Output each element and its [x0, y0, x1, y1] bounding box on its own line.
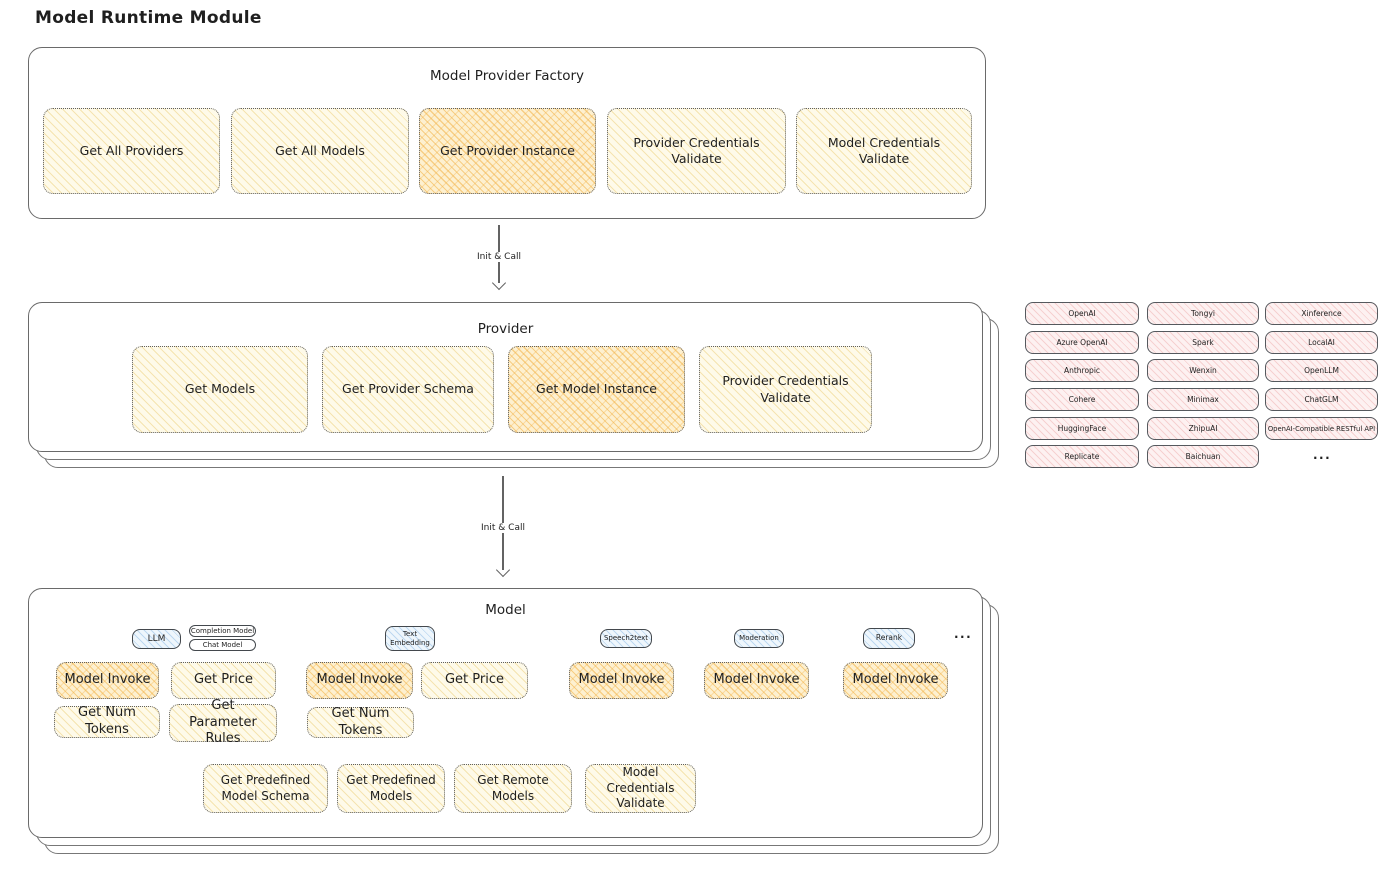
button-model-invoke-speech2text: Model Invoke — [569, 662, 674, 699]
button-get-price-text-embedding: Get Price — [421, 662, 528, 699]
button-model-credentials-validate-factory: Model Credentials Validate — [796, 108, 972, 194]
button-model-invoke-rerank: Model Invoke — [843, 662, 948, 699]
provider-card-minimax: Minimax — [1147, 388, 1259, 411]
provider-card-wenxin: Wenxin — [1147, 359, 1259, 382]
button-get-parameter-rules: Get Parameter Rules — [169, 698, 277, 746]
chip-completion-model: Completion Model — [189, 625, 256, 637]
model-provider-factory-box: Model Provider Factory Get All Providers… — [28, 47, 986, 219]
button-get-model-instance: Get Model Instance — [508, 346, 685, 433]
provider-card-anthropic: Anthropic — [1025, 359, 1139, 382]
button-get-all-providers: Get All Providers — [43, 108, 220, 194]
provider-card-localai: LocalAI — [1265, 331, 1378, 354]
provider-card-cohere: Cohere — [1025, 388, 1139, 411]
more-model-types-ellipsis: ... — [954, 627, 973, 641]
provider-card-xinference: Xinference — [1265, 302, 1378, 325]
button-get-remote-models: Get Remote Models — [454, 764, 572, 813]
provider-card-openai-compatible-restful-api: OpenAI-Compatible RESTful API — [1265, 417, 1378, 440]
arrowhead-factory-to-provider — [491, 275, 507, 291]
button-get-predefined-models: Get Predefined Models — [337, 764, 445, 813]
chip-moderation: Moderation — [734, 629, 784, 648]
button-get-price-llm: Get Price — [171, 662, 276, 699]
more-providers-ellipsis: ... — [1313, 448, 1332, 462]
provider-card-chatglm: ChatGLM — [1265, 388, 1378, 411]
provider-card-openai: OpenAI — [1025, 302, 1139, 325]
model-title: Model — [485, 602, 526, 618]
provider-card-azure-openai: Azure OpenAI — [1025, 331, 1139, 354]
provider-card-replicate: Replicate — [1025, 445, 1139, 468]
button-model-credentials-validate-model: Model Credentials Validate — [585, 764, 696, 813]
chip-chat-model: Chat Model — [189, 639, 256, 651]
button-model-invoke-moderation: Model Invoke — [704, 662, 809, 699]
chip-rerank: Rerank — [863, 628, 915, 649]
provider-card-zhipuai: ZhipuAI — [1147, 417, 1259, 440]
button-get-models: Get Models — [132, 346, 308, 433]
provider-card-huggingface: HuggingFace — [1025, 417, 1139, 440]
button-model-invoke-llm: Model Invoke — [56, 662, 159, 699]
button-get-provider-instance: Get Provider Instance — [419, 108, 596, 194]
button-get-provider-schema: Get Provider Schema — [322, 346, 494, 433]
chip-text-embedding: Text Embedding — [385, 626, 435, 651]
button-get-num-tokens-llm: Get Num Tokens — [54, 705, 160, 738]
provider-card-spark: Spark — [1147, 331, 1259, 354]
factory-title: Model Provider Factory — [429, 68, 584, 84]
provider-box: Provider Get Models Get Provider Schema … — [28, 302, 983, 452]
arrow-label-init-call-2: Init & Call — [478, 523, 528, 533]
button-get-num-tokens-text-embedding: Get Num Tokens — [307, 706, 414, 738]
provider-title: Provider — [477, 321, 534, 337]
arrow-label-init-call-1: Init & Call — [474, 252, 524, 262]
button-provider-credentials-validate-factory: Provider Credentials Validate — [607, 108, 786, 194]
provider-card-baichuan: Baichuan — [1147, 445, 1259, 468]
button-get-predefined-model-schema: Get Predefined Model Schema — [203, 764, 328, 813]
chip-llm: LLM — [132, 629, 181, 649]
button-provider-credentials-validate-provider: Provider Credentials Validate — [699, 346, 872, 433]
provider-card-tongyi: Tongyi — [1147, 302, 1259, 325]
arrowhead-provider-to-model — [495, 562, 511, 578]
button-model-invoke-text-embedding: Model Invoke — [306, 662, 413, 699]
chip-speech2text: Speech2text — [600, 629, 652, 648]
button-get-all-models: Get All Models — [231, 108, 409, 194]
model-box: Model LLM Completion Model Chat Model Te… — [28, 588, 983, 838]
provider-card-openllm: OpenLLM — [1265, 359, 1378, 382]
page-title: Model Runtime Module — [35, 8, 262, 28]
